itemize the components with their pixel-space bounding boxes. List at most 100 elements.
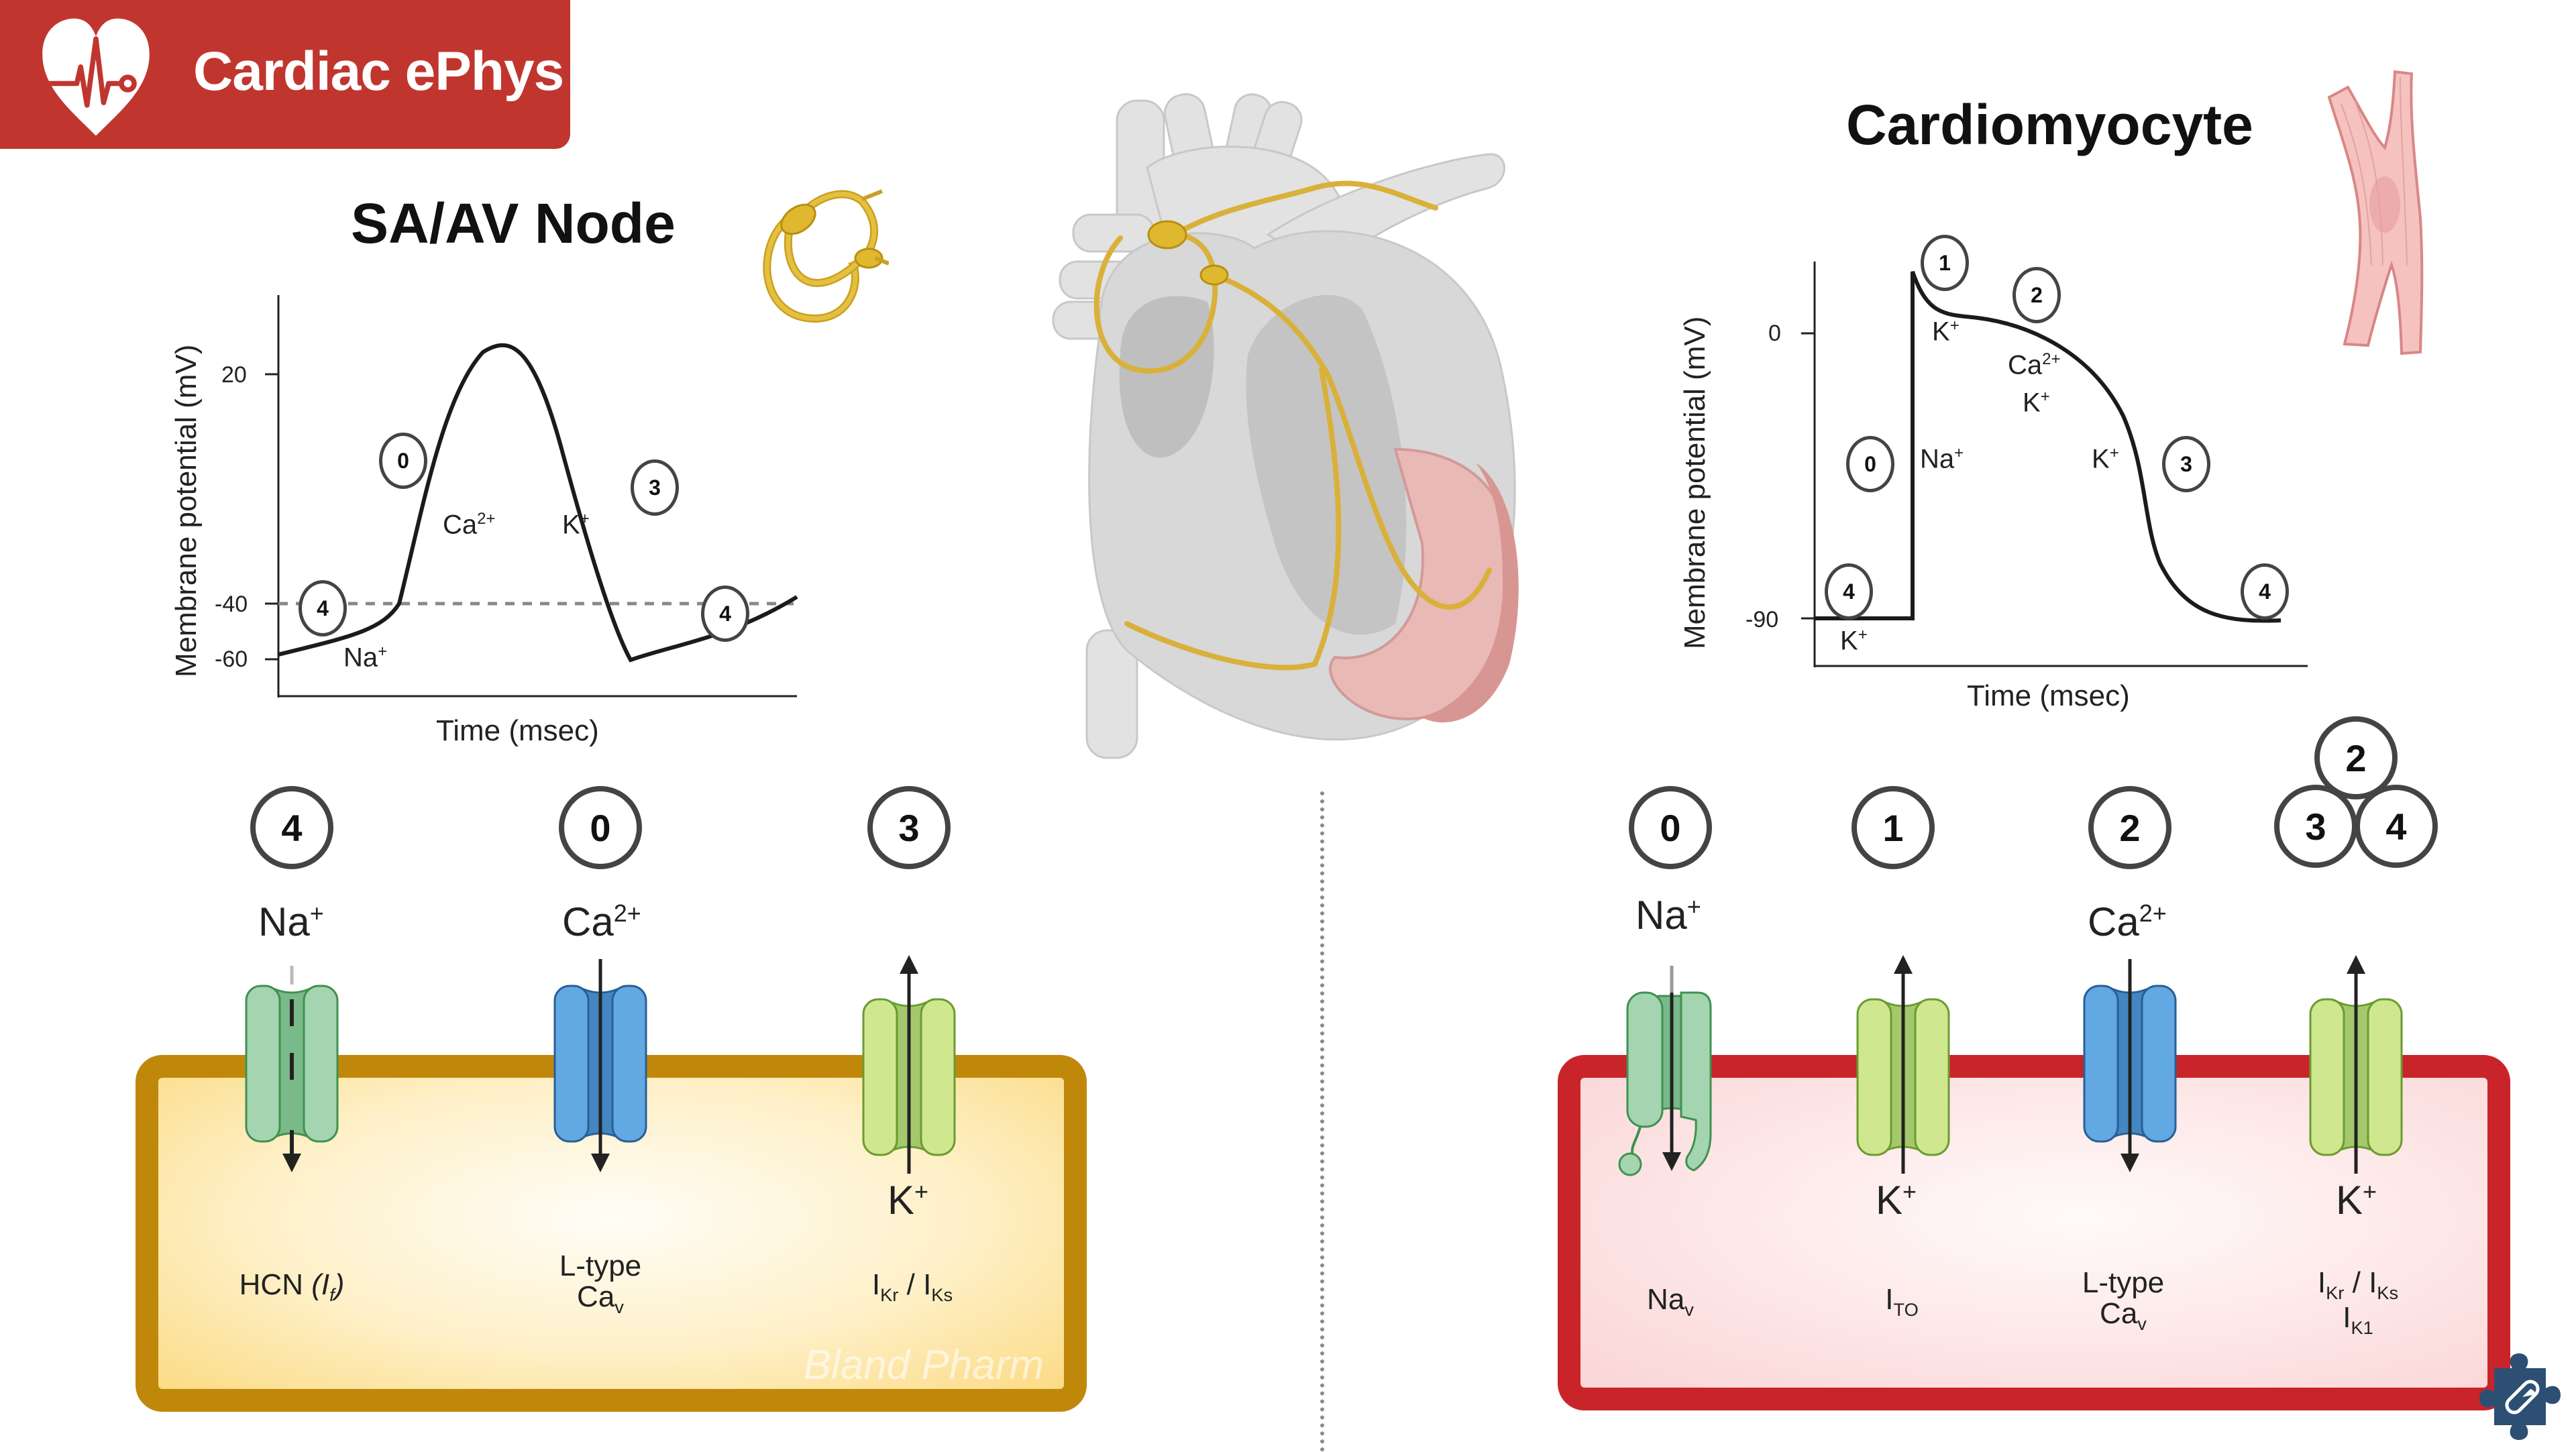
- x-axis-label: Time (msec): [436, 714, 599, 747]
- channel-label-nav: Nav: [1610, 1284, 1731, 1319]
- potassium-channel-icon: [2309, 955, 2403, 1174]
- ion-charge: +: [309, 899, 324, 927]
- heart-conduction-system-icon: [1052, 93, 1519, 759]
- ion-text: Ca: [562, 899, 614, 944]
- ion-text: Ca: [443, 510, 478, 540]
- phase-badge: 4: [701, 585, 749, 642]
- section-divider: [1320, 791, 1324, 1452]
- phase-badge: 0: [1846, 436, 1894, 492]
- ion-label-na: Na+: [343, 643, 387, 673]
- phase-badge: 4: [250, 786, 333, 869]
- tick-label: -90: [1746, 607, 1779, 632]
- ion-charge: +: [2109, 444, 2119, 462]
- ion-k: K+: [1876, 1177, 1917, 1223]
- ion-text: K: [1876, 1178, 1903, 1223]
- phase-badge: 0: [379, 433, 427, 489]
- ion-text: Ca: [2088, 899, 2139, 944]
- ion-k: K+: [2336, 1177, 2377, 1223]
- ion-na: Na+: [258, 899, 324, 945]
- current-symbol: I: [2369, 1266, 2377, 1299]
- ion-label-k: K+: [2092, 444, 2119, 474]
- phase-badge: 1: [1921, 235, 1969, 291]
- current-symbol: I: [871, 1268, 881, 1301]
- current-subscript: Ks: [931, 1284, 953, 1305]
- action-potential-curve: [1815, 271, 2282, 623]
- channel-subscript: v: [1684, 1298, 1694, 1320]
- ion-label-ca: Ca2+: [2008, 350, 2061, 380]
- channel-label-ito: ITO: [1841, 1284, 1962, 1319]
- ion-text: Na: [343, 643, 378, 673]
- ion-text: K: [2092, 444, 2110, 474]
- cardiomyocyte-cell-icon: [2327, 70, 2424, 355]
- current-symbol: I: [2343, 1301, 2351, 1335]
- tick-label: -60: [215, 647, 248, 672]
- ion-charge: 2+: [2042, 350, 2061, 368]
- separator: /: [2344, 1266, 2369, 1299]
- tick-label: 20: [221, 362, 247, 388]
- channel-label-ikr-iks-ik1: IKr / IKs IK1: [2281, 1266, 2435, 1338]
- channel-label-hcn: HCN (If): [239, 1268, 345, 1305]
- phase-badge: 2: [2012, 267, 2061, 323]
- ion-label-ca: Ca2+: [443, 510, 496, 540]
- channel-name-line2: Ca: [2100, 1297, 2138, 1331]
- ion-charge: +: [1902, 1178, 1917, 1205]
- ion-text: Na: [1635, 893, 1687, 938]
- x-axis-label: Time (msec): [1967, 679, 2130, 712]
- current-symbol: I: [321, 1268, 330, 1301]
- potassium-channel-icon: [862, 955, 956, 1174]
- current-subscript: Kr: [2326, 1282, 2345, 1303]
- ion-charge: +: [1949, 317, 1960, 335]
- ion-k: K+: [888, 1177, 928, 1223]
- current-subscript: TO: [1893, 1298, 1919, 1320]
- ion-text: K: [2336, 1178, 2363, 1223]
- sa-av-action-potential-chart: [265, 295, 798, 697]
- channel-name: L-type: [2082, 1266, 2165, 1299]
- ion-charge: +: [2363, 1178, 2377, 1205]
- current-line: IKr / IKs: [2281, 1266, 2435, 1303]
- ion-text: K: [1932, 317, 1950, 347]
- sa-av-title: SA/AV Node: [351, 192, 676, 255]
- channel-name: Na: [1647, 1283, 1685, 1316]
- ion-text: K: [1840, 626, 1858, 656]
- header-banner: Cardiac ePhys: [0, 0, 570, 149]
- ion-label-na: Na+: [1920, 444, 1964, 474]
- ion-charge: +: [1954, 444, 1964, 462]
- conduction-nodes-icon: [763, 189, 889, 323]
- sodium-channel-icon: [1618, 966, 1712, 1176]
- phase-badge: 3: [2162, 436, 2210, 492]
- channel-name-line2: Ca: [577, 1280, 615, 1314]
- phase-badge: 3: [631, 459, 679, 516]
- ion-text: Na: [1920, 444, 1955, 474]
- ion-na: Na+: [1635, 892, 1701, 938]
- phase-badge: 4: [299, 580, 347, 636]
- phase-badge: 4: [2241, 563, 2289, 620]
- separator: /: [898, 1268, 924, 1301]
- phase-badge: 1: [1851, 786, 1935, 869]
- ion-charge: +: [914, 1178, 929, 1205]
- ion-charge: 2+: [613, 899, 641, 927]
- y-axis-label: Membrane potential (mV): [170, 344, 203, 677]
- phase-badge: 0: [1629, 786, 1712, 869]
- ion-text: K: [562, 510, 580, 540]
- current-subscript: f: [329, 1284, 335, 1305]
- channel-subscript: v: [614, 1296, 624, 1317]
- ion-label-k: K+: [1840, 626, 1868, 656]
- cardiomyocyte-action-potential-chart: [1801, 262, 2308, 667]
- action-potential-curve: [278, 343, 798, 663]
- ion-label-k: K+: [2023, 388, 2050, 418]
- phase-badge: 3: [2274, 785, 2357, 868]
- channel-name: L-type: [559, 1249, 642, 1282]
- puzzle-pill-icon: [2479, 1353, 2561, 1440]
- hcn-channel-icon: [245, 966, 339, 1172]
- l-type-calcium-channel-icon: [553, 959, 647, 1172]
- app-title: Cardiac ePhys: [193, 41, 564, 102]
- y-axis-label: Membrane potential (mV): [1678, 316, 1711, 649]
- phase-badge: 0: [559, 786, 642, 869]
- ion-charge: +: [2040, 388, 2050, 406]
- phase-badge: 4: [1825, 563, 1873, 620]
- ion-charge: 2+: [2139, 899, 2167, 927]
- potassium-channel-icon: [1856, 955, 1950, 1174]
- ion-charge: +: [1686, 893, 1701, 920]
